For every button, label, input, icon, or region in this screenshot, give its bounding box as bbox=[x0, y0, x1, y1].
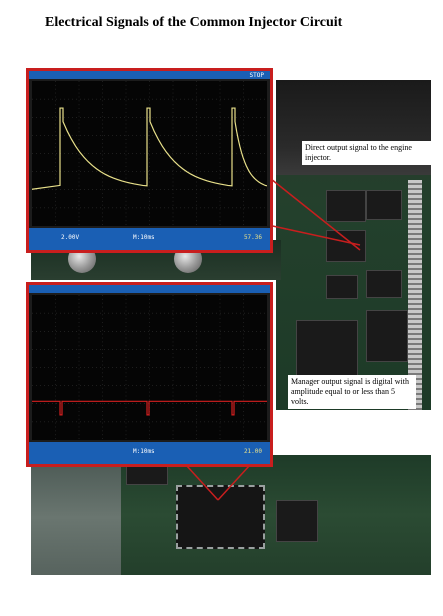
scope-timebase: M:10ms bbox=[133, 448, 155, 455]
scope-readout: 21.00 bbox=[243, 448, 262, 455]
scope-scale: 2.00V bbox=[61, 234, 80, 241]
scope-timebase: M:10ms bbox=[133, 234, 155, 241]
scope-status: STOP bbox=[249, 72, 264, 79]
pointer-lines bbox=[185, 174, 361, 501]
qfp-processor bbox=[176, 485, 265, 549]
injector-waveform-plot bbox=[32, 81, 267, 226]
scope-control-bar bbox=[29, 228, 270, 250]
ic-chip bbox=[296, 320, 358, 382]
scope-manager: M:10ms 21.00 bbox=[26, 282, 273, 467]
pointer-line bbox=[217, 464, 251, 501]
power-transistor bbox=[326, 190, 366, 222]
scope-status-bar bbox=[29, 71, 270, 79]
pointer-line bbox=[267, 224, 361, 246]
scope-status-bar bbox=[29, 285, 270, 293]
power-transistor bbox=[326, 275, 358, 299]
callout-manager-signal: Manager output signal is digital with am… bbox=[288, 375, 416, 409]
scope-screen bbox=[32, 295, 267, 440]
page-title: Electrical Signals of the Common Injecto… bbox=[45, 15, 343, 30]
pointer-line bbox=[265, 174, 361, 251]
power-transistor bbox=[326, 230, 366, 262]
manager-trace bbox=[32, 400, 267, 416]
pcb-bottom-metal bbox=[31, 460, 121, 575]
scope-screen bbox=[32, 81, 267, 226]
pointer-line bbox=[185, 464, 219, 501]
pcb-connector bbox=[408, 180, 422, 410]
scope-injector: STOP 2.00V M:10ms 57.36 bbox=[26, 68, 273, 253]
callout-injector-signal: Direct output signal to the engine injec… bbox=[302, 141, 437, 165]
ic-chip bbox=[276, 500, 318, 542]
power-transistor bbox=[366, 190, 402, 220]
injector-trace bbox=[32, 107, 267, 190]
manager-waveform-plot bbox=[32, 295, 267, 440]
illustration: STOP 2.00V M:10ms 57.36 M:10ms 21.00 bbox=[26, 60, 431, 575]
power-transistor bbox=[366, 270, 402, 298]
scope-control-bar bbox=[29, 442, 270, 464]
ic-chip bbox=[366, 310, 408, 362]
scope-readout: 57.36 bbox=[243, 234, 262, 241]
